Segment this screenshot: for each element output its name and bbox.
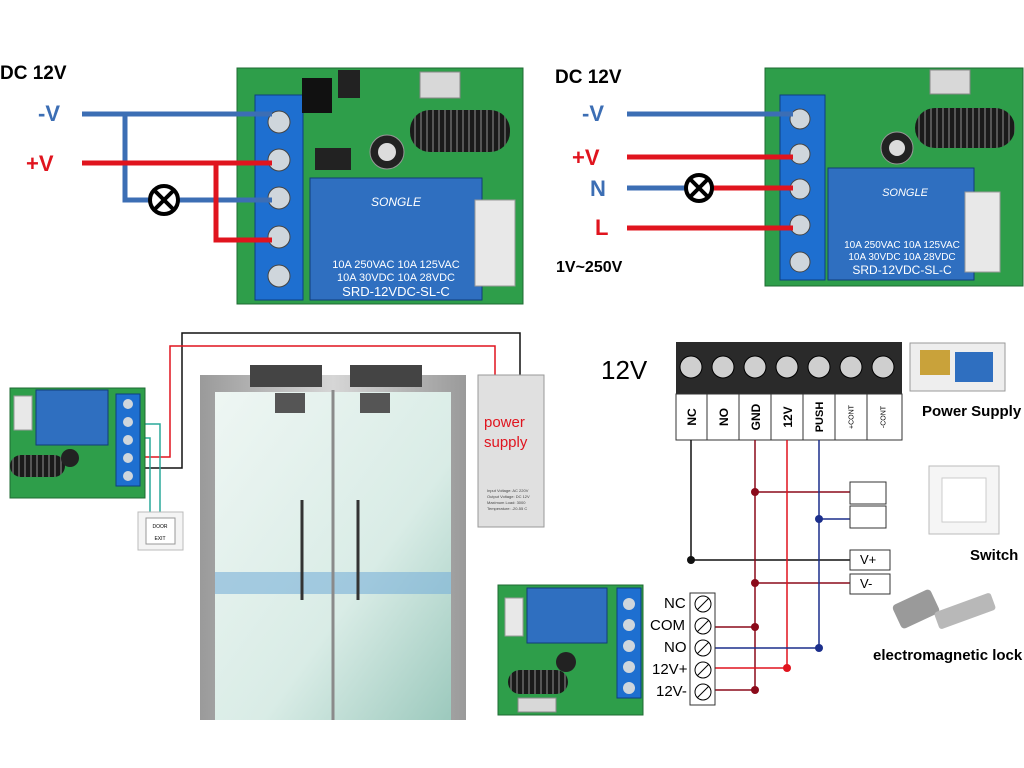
terminal-minus-cont: -CONT — [880, 405, 888, 429]
svg-text:10A 250VAC 10A 125VAC: 10A 250VAC 10A 125VAC — [844, 240, 960, 251]
relay-module-top-right: SONGLE 10A 250VAC 10A 125VAC 10A 30VDC 1… — [764, 67, 1024, 287]
svg-text:SONGLE: SONGLE — [371, 195, 422, 209]
ps-spec-3: Maximum Load: 3000 — [487, 500, 526, 505]
electromagnetic-lock-icon — [892, 589, 996, 629]
svg-text:EXIT: EXIT — [154, 536, 165, 542]
supply-label-top-left: DC 12V — [0, 63, 67, 84]
ps-spec-4: Temperature: -20-55 C — [487, 506, 528, 511]
lamp-icon — [148, 184, 180, 216]
supply-label-top-right: DC 12V — [555, 67, 622, 88]
svg-text:SRD-12VDC-SL-C: SRD-12VDC-SL-C — [852, 263, 952, 277]
v-plus-label: V+ — [860, 552, 877, 567]
pos-label-top-right: +V — [572, 145, 600, 170]
power-supply-box — [477, 374, 545, 528]
svg-text:10A 30VDC 10A 28VDC: 10A 30VDC 10A 28VDC — [848, 252, 955, 263]
exit-button: DOOR EXIT — [137, 511, 184, 551]
glass-door — [200, 365, 466, 720]
terminal-push: PUSH — [814, 401, 826, 433]
svg-text:SRD-12VDC-SL-C: SRD-12VDC-SL-C — [342, 284, 450, 299]
controller-wires — [687, 440, 850, 694]
controller-voltage-label: 12V — [601, 355, 648, 385]
module-terminal-12v-minus: 12V- — [656, 683, 687, 700]
module-terminal-block — [689, 592, 716, 706]
terminal-no: NO — [717, 408, 731, 426]
power-supply-label-line2: supply — [484, 434, 528, 451]
lock-caption: electromagnetic lock — [873, 647, 1023, 664]
neg-label-top-left: -V — [38, 101, 60, 126]
neutral-label: N — [590, 176, 606, 201]
svg-text:SONGLE: SONGLE — [882, 187, 929, 199]
relay-module-small — [497, 584, 644, 716]
power-supply-icon — [909, 342, 1006, 392]
module-terminal-nc: NC — [664, 595, 686, 612]
live-label: L — [595, 215, 609, 240]
module-terminal-com: COM — [650, 617, 685, 634]
top-left-wires — [82, 111, 272, 243]
v-minus-label: V- — [860, 576, 873, 591]
power-supply-label-line1: power — [484, 414, 525, 431]
terminal-plus-cont: +CONT — [848, 405, 856, 429]
lamp-icon — [684, 173, 714, 203]
wall-switch-icon — [928, 465, 1000, 535]
power-supply-caption: Power Supply — [922, 403, 1022, 420]
svg-text:DOOR: DOOR — [153, 524, 168, 530]
relay-module-door — [9, 387, 146, 499]
terminal-nc: NC — [685, 408, 699, 426]
module-terminal-no: NO — [664, 639, 687, 656]
neg-label-top-right: -V — [582, 101, 604, 126]
svg-text:10A 30VDC 10A 28VDC: 10A 30VDC 10A 28VDC — [337, 272, 455, 284]
terminal-12v: 12V — [781, 406, 795, 428]
ps-spec-1: Input Voltage: AC 220V — [487, 488, 529, 493]
relay-module-top-left: SONGLE 10A 250VAC 10A 125VAC 10A 30VDC 1… — [236, 67, 524, 305]
ps-spec-2: Output Voltage: DC 12V — [487, 494, 530, 499]
module-terminal-12v-plus: 12V+ — [652, 661, 688, 678]
switch-symbol — [849, 481, 887, 529]
terminal-strip — [675, 342, 903, 441]
switch-caption: Switch — [970, 547, 1019, 564]
lock-terminals — [849, 549, 891, 595]
svg-text:10A 250VAC 10A 125VAC: 10A 250VAC 10A 125VAC — [332, 259, 459, 271]
terminal-gnd: GND — [749, 403, 763, 431]
pos-label-top-left: +V — [26, 151, 54, 176]
top-right-wires — [627, 111, 793, 231]
voltage-range-label: 1V~250V — [556, 259, 623, 276]
